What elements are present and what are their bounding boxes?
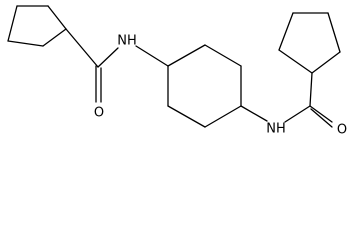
cyclopentane-ring-right xyxy=(278,12,341,74)
atom-label-nh-left: NH xyxy=(117,34,137,49)
bond-cyclohexane-n-right xyxy=(240,105,268,122)
cyclohexane-ring xyxy=(167,44,242,128)
bond-n-cyclohexane-left xyxy=(135,45,169,67)
atom-label-nh-right: NH xyxy=(266,122,286,137)
amide-group-left xyxy=(65,28,119,103)
atom-label-o-right: O xyxy=(337,123,347,138)
structure-diagram: NH O NH O xyxy=(7,5,347,138)
atom-label-o-left: O xyxy=(94,106,104,121)
amide-group-right xyxy=(284,72,333,128)
cyclopentane-ring-left xyxy=(7,5,67,47)
